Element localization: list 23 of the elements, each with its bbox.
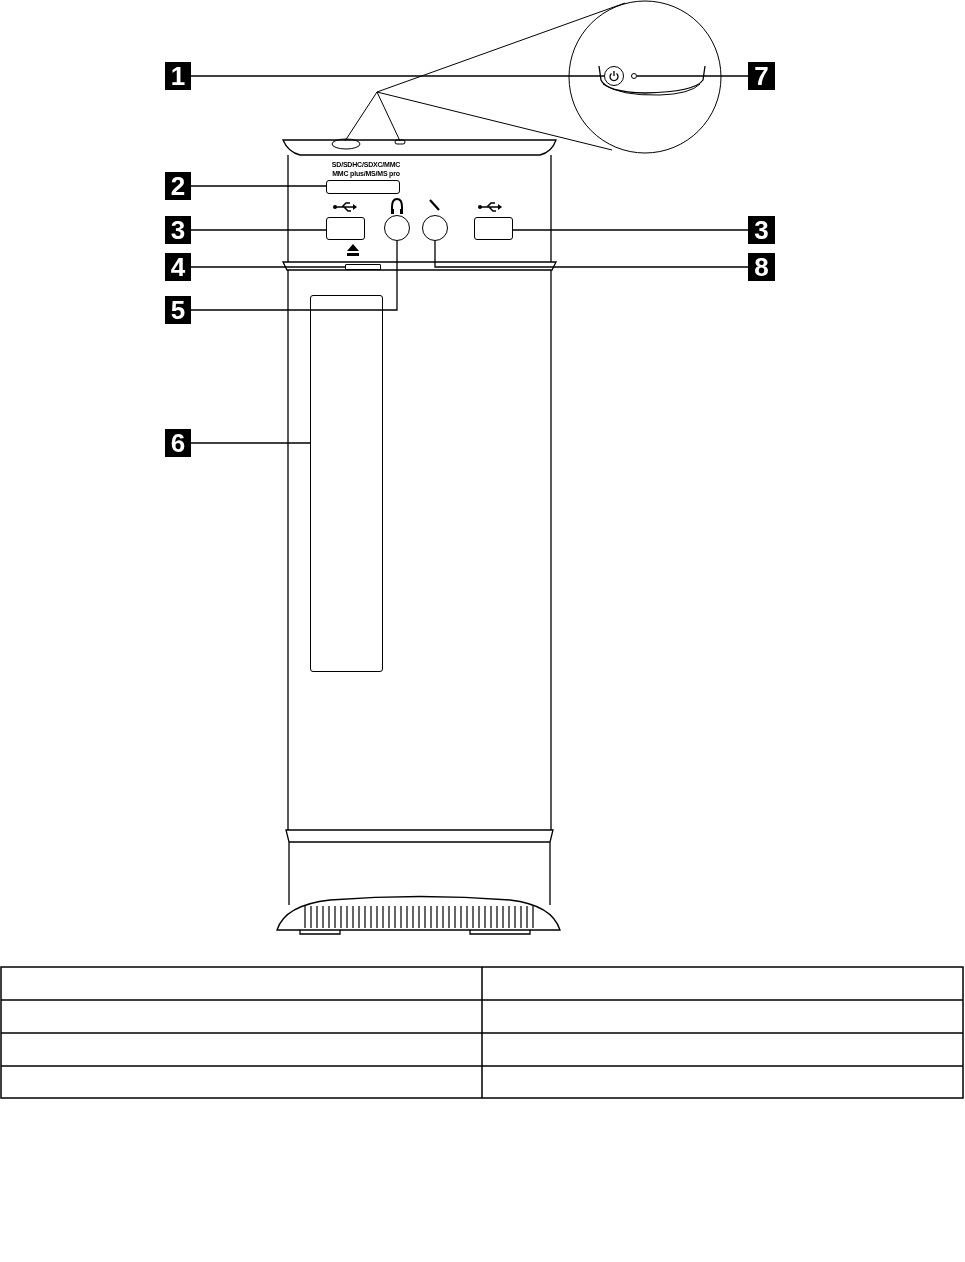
leader-line — [190, 240, 398, 311]
callout-number: 5 — [165, 296, 191, 324]
callout-number: 3 — [165, 216, 191, 244]
card-reader-slot — [326, 180, 400, 194]
callout-number: 3 — [748, 216, 775, 244]
callout-number: 2 — [165, 172, 191, 200]
callout-number: 4 — [165, 253, 191, 281]
leader-line — [190, 185, 327, 187]
leader-line — [190, 442, 311, 444]
leader-line — [434, 240, 749, 268]
callout-number: 7 — [748, 62, 775, 90]
leader-line — [190, 229, 327, 231]
eject-button — [345, 264, 381, 270]
leader-line — [512, 229, 749, 231]
leader-line — [190, 75, 605, 77]
leader-line — [636, 75, 749, 77]
callout-number: 8 — [748, 253, 775, 281]
usb-port — [326, 217, 365, 240]
optical-drive — [310, 295, 383, 672]
usb-port — [474, 217, 513, 240]
callout-number: 1 — [165, 62, 191, 90]
callout-number: 6 — [165, 429, 191, 457]
leader-line — [190, 266, 346, 268]
